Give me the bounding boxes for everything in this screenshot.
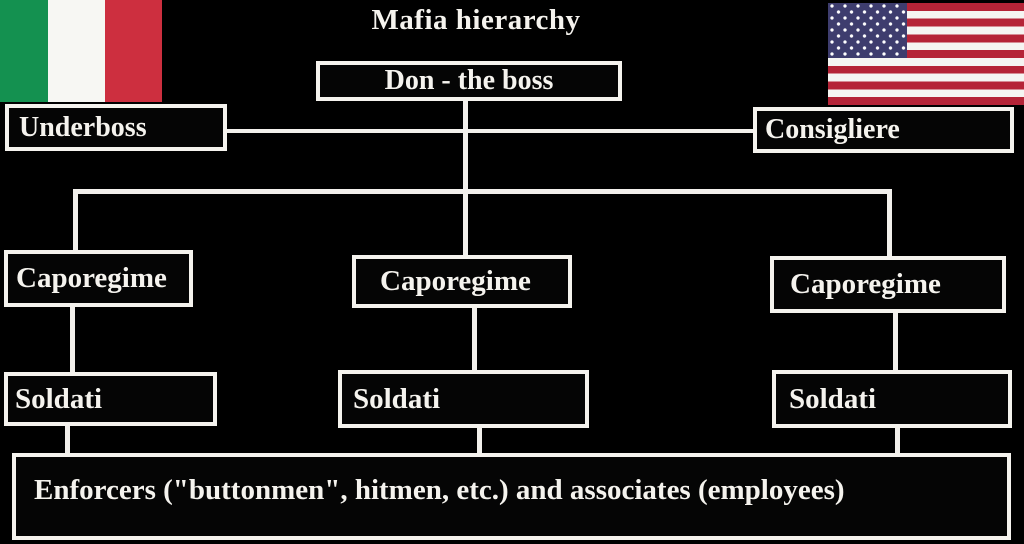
- connector-drop-left: [73, 189, 78, 253]
- node-consigliere: Consigliere: [753, 107, 1014, 153]
- italy-flag-green-stripe: [0, 0, 48, 102]
- connector-soldati-enforcers-left: [65, 424, 70, 455]
- node-enforcers-label: Enforcers ("buttonmen", hitmen, etc.) an…: [34, 474, 845, 506]
- italy-flag-white-stripe: [48, 0, 105, 102]
- node-underboss: Underboss: [5, 104, 227, 151]
- node-soldati-left: Soldati: [4, 372, 217, 426]
- italy-flag-red-stripe: [105, 0, 162, 102]
- node-caporegime-middle: Caporegime: [352, 255, 572, 308]
- node-caporegime-right: Caporegime: [770, 256, 1006, 313]
- connector-caporegime-soldati-right: [893, 311, 898, 372]
- node-soldati-right: Soldati: [772, 370, 1012, 428]
- node-soldati-middle: Soldati: [338, 370, 589, 428]
- connector-soldati-enforcers-middle: [477, 426, 482, 455]
- connector-don-vertical: [463, 100, 468, 255]
- node-caporegime-left-label: Caporegime: [16, 262, 167, 294]
- node-caporegime-middle-label: Caporegime: [380, 265, 531, 297]
- node-don: Don - the boss: [316, 61, 622, 101]
- italy-flag-icon: [0, 0, 162, 102]
- node-consigliere-label: Consigliere: [765, 114, 900, 145]
- node-caporegime-right-label: Caporegime: [790, 268, 941, 300]
- node-enforcers: Enforcers ("buttonmen", hitmen, etc.) an…: [12, 453, 1011, 540]
- connector-underboss-consigliere: [227, 129, 753, 133]
- connector-drop-right: [887, 189, 892, 259]
- connector-distribution-bar: [73, 189, 892, 194]
- connector-soldati-enforcers-right: [895, 426, 900, 455]
- node-soldati-right-label: Soldati: [789, 382, 877, 415]
- node-don-label: Don - the boss: [384, 65, 554, 96]
- node-soldati-left-label: Soldati: [15, 382, 103, 415]
- page-title: Mafia hierarchy: [371, 4, 581, 36]
- usa-flag-icon: [828, 3, 1024, 105]
- usa-flag-star-canton: [828, 3, 907, 58]
- node-underboss-label: Underboss: [19, 111, 147, 143]
- connector-caporegime-soldati-left: [70, 305, 75, 374]
- node-soldati-middle-label: Soldati: [353, 382, 441, 415]
- node-caporegime-left: Caporegime: [4, 250, 193, 307]
- connector-caporegime-soldati-middle: [472, 306, 477, 372]
